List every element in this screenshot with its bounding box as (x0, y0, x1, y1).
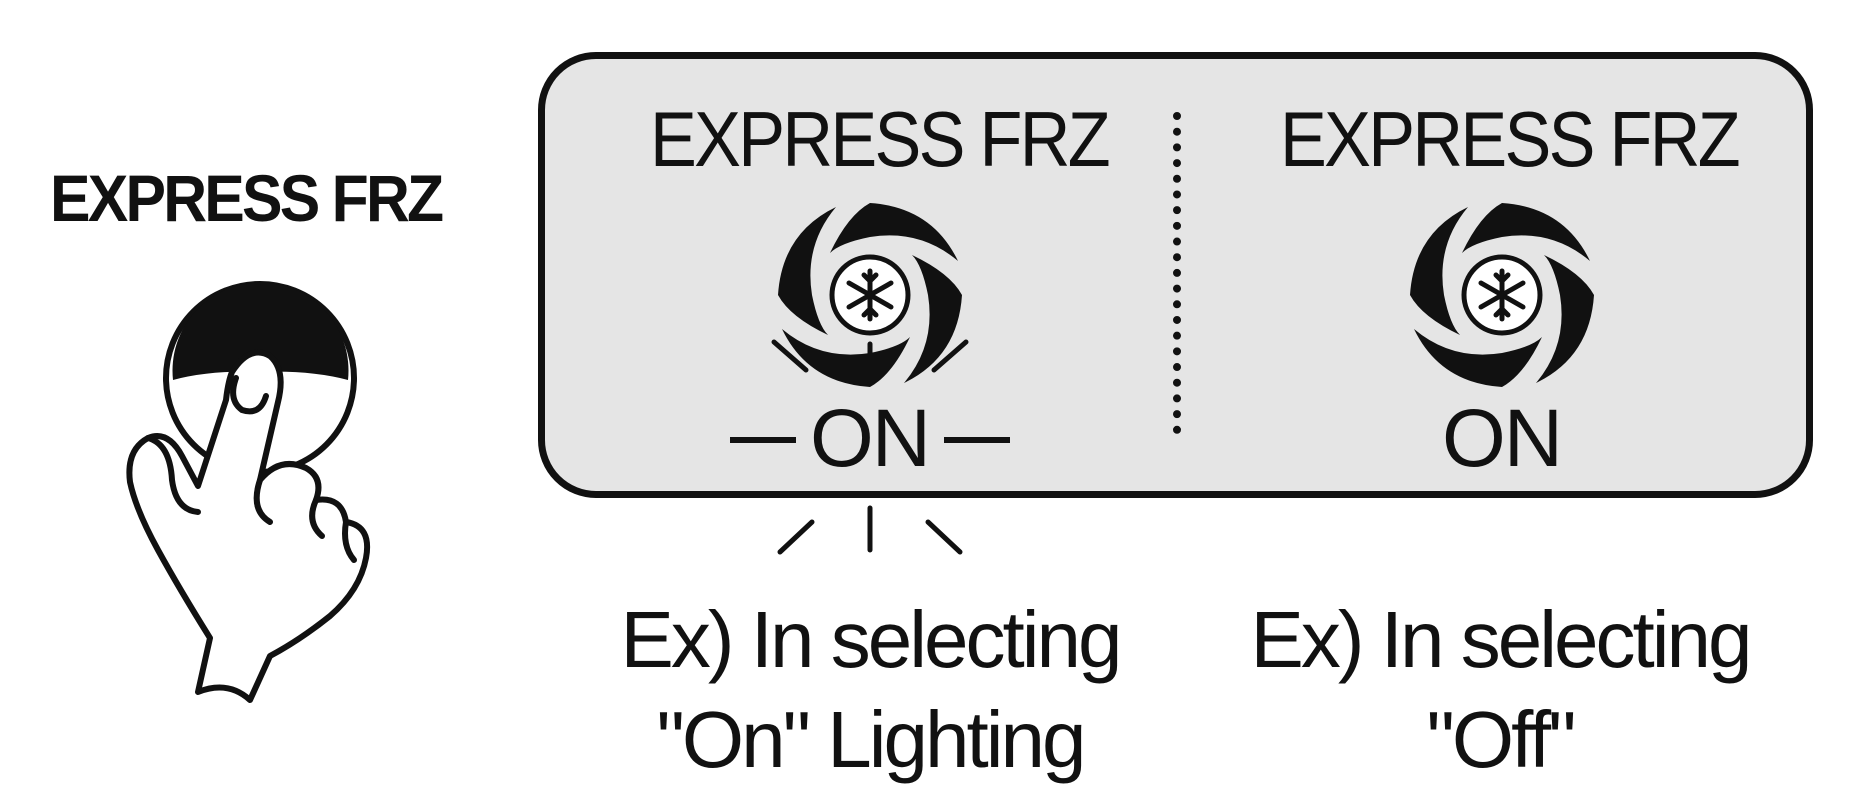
button-label: EXPRESS FRZ (50, 161, 444, 235)
display-title-left: EXPRESS FRZ (650, 95, 1111, 183)
on-indicator-dash-right (944, 437, 1010, 443)
caption-right-line2: "Off" (1426, 695, 1576, 784)
caption-right-line1: Ex) In selecting (1250, 595, 1753, 684)
status-on-left: ON (810, 393, 931, 484)
lighting-rays-upper-icon (771, 339, 969, 385)
display-divider (1173, 112, 1181, 434)
express-freeze-fan-snowflake-icon (778, 203, 962, 387)
caption-left-line2: "On" Lighting (656, 695, 1087, 784)
status-on-right: ON (1442, 393, 1563, 484)
display-title-right: EXPRESS FRZ (1280, 95, 1741, 183)
express-freeze-fan-snowflake-icon (1410, 203, 1594, 387)
caption-left-line1: Ex) In selecting (620, 595, 1123, 684)
press-button-with-hand-icon[interactable] (110, 260, 410, 720)
lighting-rays-lower-icon (777, 505, 963, 555)
on-indicator-dash-left (730, 437, 796, 443)
